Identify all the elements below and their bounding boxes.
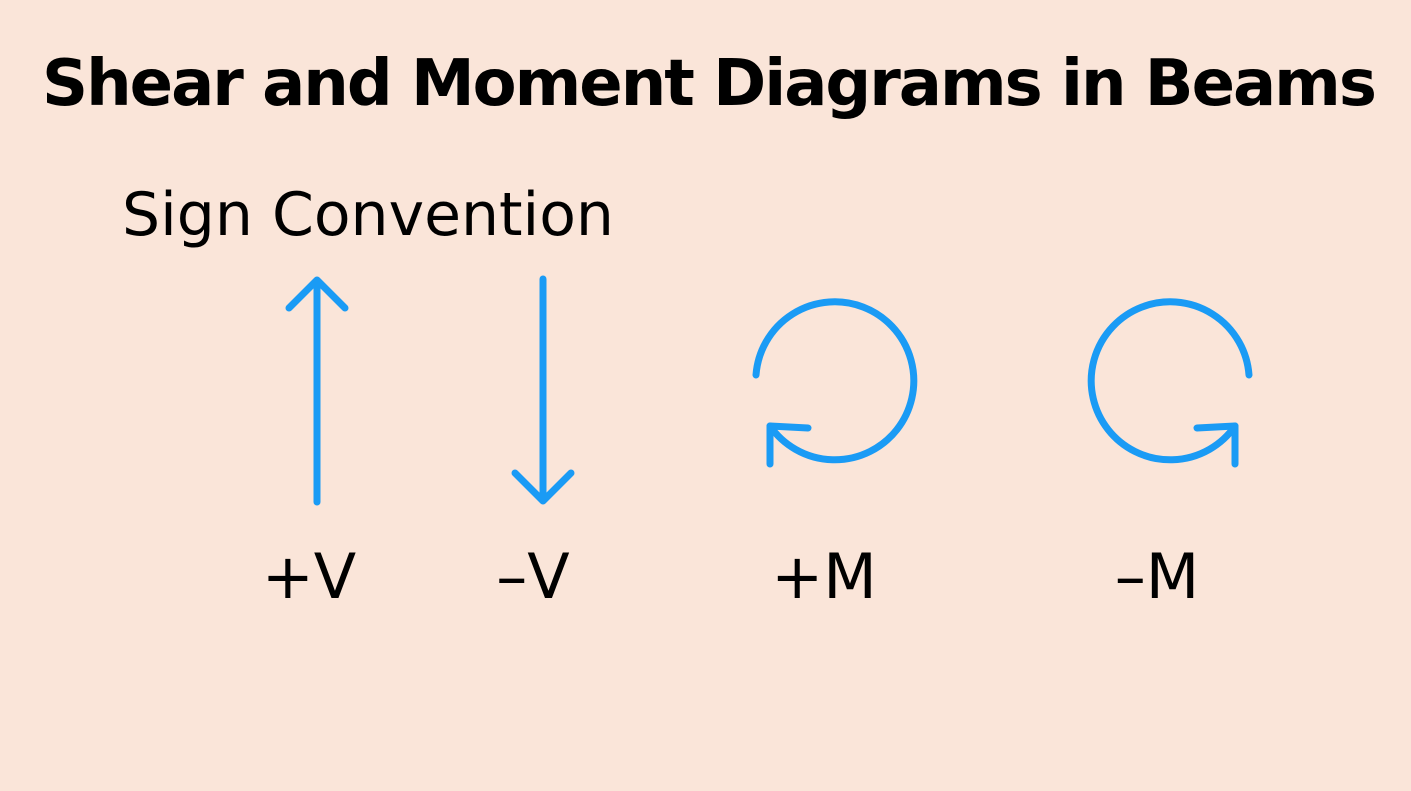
- arrow-down-icon: [511, 275, 575, 505]
- clockwise-arrow-icon: [1087, 298, 1253, 468]
- page-title: Shear and Moment Diagrams in Beams: [42, 47, 1377, 121]
- label-positive-moment: +M: [771, 540, 877, 613]
- section-subtitle: Sign Convention: [122, 180, 614, 250]
- label-negative-shear: –V: [496, 540, 570, 613]
- counterclockwise-arrow-icon: [752, 298, 918, 468]
- arrow-up-icon: [285, 276, 349, 506]
- label-positive-shear: +V: [261, 540, 357, 613]
- label-negative-moment: –M: [1114, 540, 1200, 613]
